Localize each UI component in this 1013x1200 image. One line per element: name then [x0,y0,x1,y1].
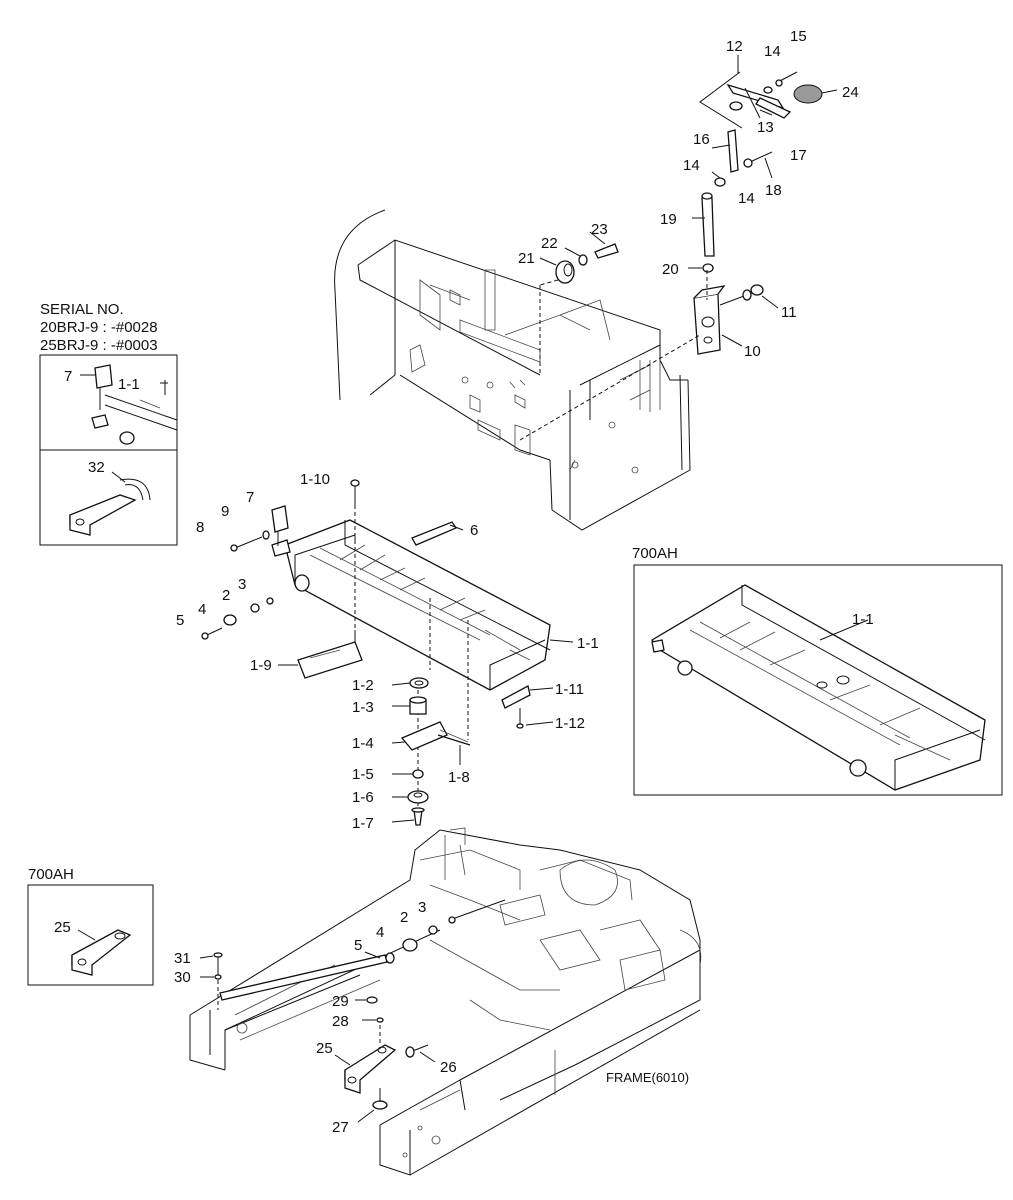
label-19: 19 [660,211,677,228]
label-8: 8 [196,519,204,536]
leader-lines [77,89,869,1123]
label-30: 30 [174,969,191,986]
serial-line-2: 25BRJ-9 : -#0003 [40,337,158,354]
label-14: 14 [738,190,755,207]
variant-label-left: 700AH [28,866,74,883]
variant-label-right: 700AH [632,545,678,562]
label-20: 20 [662,261,679,278]
hood-frame [334,209,701,531]
label-1-7: 1-7 [352,815,374,832]
label-12: 12 [726,38,743,55]
serial-line-1: 20BRJ-9 : -#0028 [40,319,158,336]
label-25: 25 [316,1040,333,1057]
label-1-1: 1-1 [118,376,140,393]
label-1-1: 1-1 [852,611,874,628]
label-17: 17 [790,147,807,164]
label-14: 14 [764,43,781,60]
frame-code: FRAME(6010) [606,1070,689,1085]
label-7: 7 [64,368,72,385]
label-15: 15 [790,28,807,45]
knob-24 [793,84,823,104]
serial-box [39,354,178,546]
label-4: 4 [376,924,384,941]
part-labels: 12 14 15 24 13 16 17 14 18 14 19 23 22 2… [28,28,874,1136]
label-16: 16 [693,131,710,148]
label-2: 2 [222,587,230,604]
label-18: 18 [765,182,782,199]
label-24: 24 [842,84,859,101]
label-27: 27 [332,1119,349,1136]
label-1-8: 1-8 [448,769,470,786]
label-1-12: 1-12 [555,715,585,732]
label-4: 4 [198,601,206,618]
label-25: 25 [54,919,71,936]
label-21: 21 [518,250,535,267]
label-9: 9 [221,503,229,520]
lower-frame [189,827,702,1176]
label-22: 22 [541,235,558,252]
label-13: 13 [757,119,774,136]
label-7: 7 [246,489,254,506]
label-31: 31 [174,950,191,967]
variant-box-left [27,884,154,986]
label-10: 10 [744,343,761,360]
label-14: 14 [683,157,700,174]
label-32: 32 [88,459,105,476]
label-1-11: 1-11 [555,681,584,698]
label-2: 2 [400,909,408,926]
variant-box-right [633,564,1003,796]
label-3: 3 [238,576,246,593]
label-1-1: 1-1 [577,635,599,652]
label-1-3: 1-3 [352,699,374,716]
label-5: 5 [354,937,362,954]
label-3: 3 [418,899,426,916]
seat-plate [201,479,551,826]
label-11: 11 [781,304,797,321]
label-6: 6 [470,522,478,539]
label-26: 26 [440,1059,457,1076]
label-1-6: 1-6 [352,789,374,806]
label-5: 5 [176,612,184,629]
label-28: 28 [332,1013,349,1030]
label-1-4: 1-4 [352,735,374,752]
serial-heading: SERIAL NO. [40,301,124,318]
label-23: 23 [591,221,608,238]
label-1-5: 1-5 [352,766,374,783]
label-1-2: 1-2 [352,677,374,694]
lever-assembly [693,55,823,355]
label-29: 29 [332,993,349,1010]
label-1-10: 1-10 [300,471,330,488]
label-1-9: 1-9 [250,657,272,674]
